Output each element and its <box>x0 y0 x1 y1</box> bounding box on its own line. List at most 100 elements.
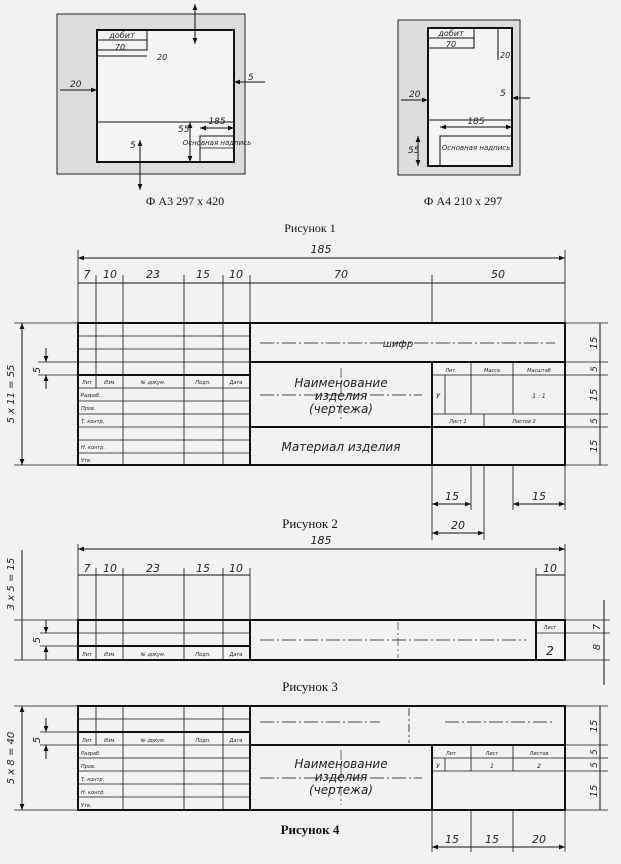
fig4-dim-right-4: 15 <box>589 785 600 798</box>
fig4-header-change: Изм. <box>104 738 116 744</box>
fig3-sheet-label: Лист <box>543 625 558 631</box>
a3-sheet <box>56 3 265 190</box>
fig2-dim-col-2: 10 <box>103 268 117 281</box>
fig2-sheets: Листов 2 <box>511 419 535 425</box>
fig2-header-scale: Масштаб <box>527 368 551 374</box>
fig4-dim-rows-total: 5 х 8 = 40 <box>6 732 17 784</box>
a4-dim-width: 185 <box>467 117 484 127</box>
fig2-header-mass: Масса <box>484 368 500 374</box>
fig2-scale-value: 1 : 1 <box>532 393 545 400</box>
fig4-dim-right-2: 5 <box>590 749 600 755</box>
fig3-dim-row-height: 5 <box>32 637 43 643</box>
fig3-dim-rows-total: 3 х 5 = 15 <box>6 558 17 610</box>
fig2-header-lit: Лит <box>81 380 93 386</box>
fig2-name-line-3: (чертежа) <box>309 402 373 416</box>
fig2-dim-col-5: 10 <box>229 268 243 281</box>
fig4-row-norm-control: Н. контр. <box>81 790 105 796</box>
fig2-row-developer: Разраб. <box>81 393 101 399</box>
fig4-header-sheet: Лист <box>485 751 500 757</box>
fig3-dim-col-5: 10 <box>229 562 243 575</box>
fig2-lit-value: У <box>436 392 441 400</box>
a4-dim-height: 55 <box>408 146 420 156</box>
fig4-row-checked: Пров. <box>81 764 96 770</box>
fig3-dim-col-3: 23 <box>146 562 160 575</box>
fig2-dim-bottom-2: 15 <box>532 490 546 503</box>
fig2-dim-right-5: 15 <box>589 440 600 453</box>
fig3-dim-col-1: 7 <box>84 562 91 575</box>
fig3-dim-col-2: 10 <box>103 562 117 575</box>
fig2-dim-col-3: 23 <box>146 268 160 281</box>
a4-stamp-top: добит <box>437 29 464 38</box>
a3-main-inscription: Основная надпись <box>183 139 251 147</box>
fig3-dim-right-1: 7 <box>592 623 603 630</box>
fig4-header-doc: № докум. <box>140 738 166 744</box>
a4-dim-left: 20 <box>409 90 421 100</box>
fig4-lit-value: У <box>436 763 440 770</box>
fig4-dim-bottom-1: 15 <box>445 833 459 846</box>
fig2-dim-right-4: 5 <box>590 418 600 424</box>
fig4-row-tech-control: Т. контр. <box>81 777 104 783</box>
a4-dim-right: 5 <box>500 89 506 99</box>
figure-2 <box>14 250 608 540</box>
a3-label: Ф А3 297 х 420 <box>146 194 224 208</box>
fig4-header-lit-right: Лит <box>445 751 457 757</box>
fig2-code: шифр <box>383 339 414 350</box>
a3-dim-right: 5 <box>248 73 254 83</box>
fig2-row-tech-control: Т. контр. <box>81 419 104 425</box>
figure-3 <box>14 544 610 685</box>
figure-2-caption: Рисунок 2 <box>282 516 338 531</box>
fig2-row-approved: Утв. <box>81 458 92 464</box>
fig2-dim-bottom-3: 20 <box>451 519 465 532</box>
a3-dim-height: 55 <box>178 125 190 135</box>
fig4-header-sign: Подп. <box>195 738 210 744</box>
fig2-header-lit-right: Лит. <box>444 368 457 374</box>
fig4-dim-right-1: 15 <box>589 720 600 733</box>
fig4-dim-bottom-2: 15 <box>485 833 499 846</box>
fig2-row-checked: Пров. <box>81 406 96 412</box>
figure-1 <box>56 3 530 190</box>
fig2-header-change: Изм. <box>104 380 116 386</box>
figure-1-caption: Рисунок 1 <box>284 221 336 235</box>
a3-dim-stamp: 70 <box>115 43 125 52</box>
fig4-header-lit: Лит <box>81 738 93 744</box>
fig3-dim-last-col: 10 <box>543 562 557 575</box>
figure-1-text: добит 70 20 20 5 5 55 185 Основная надпи… <box>70 29 510 235</box>
figure-4 <box>14 705 608 852</box>
a4-dim-stamp: 70 <box>446 40 456 49</box>
fig3-header-doc: № докум. <box>140 652 166 658</box>
fig3-header-sign: Подп. <box>195 652 210 658</box>
fig4-header-sheets: Листов <box>529 751 549 757</box>
fig3-header-lit: Лит <box>81 652 93 658</box>
fig2-name-line-1: Наименование <box>294 376 387 390</box>
figure-4-text: 5 х 8 = 40 5 15 5 5 15 15 15 20 Лит Изм.… <box>6 720 600 846</box>
fig4-dim-row-height: 5 <box>32 737 43 743</box>
figure-3-text: 185 7 10 23 15 10 10 3 х 5 = 15 5 7 8 Ли… <box>6 534 603 694</box>
a3-stamp-top: добит <box>108 31 135 40</box>
a4-sheet <box>397 19 530 176</box>
fig2-dim-right-1: 15 <box>589 337 600 350</box>
fig4-sheet-value: 1 <box>490 763 494 770</box>
fig2-dim-row-height: 5 <box>32 367 43 373</box>
fig2-dim-total: 185 <box>311 243 332 256</box>
fig2-header-sign: Подп. <box>195 380 210 386</box>
fig2-dim-right-2: 5 <box>590 366 600 372</box>
fig4-name-line-1: Наименование <box>294 757 387 771</box>
fig2-dim-bottom-1: 15 <box>445 490 459 503</box>
fig2-name-line-2: изделия <box>315 389 368 403</box>
fig4-dim-bottom-3: 20 <box>532 833 546 846</box>
figure-4-caption: Рисунок 4 <box>281 822 340 837</box>
fig3-dim-col-4: 15 <box>196 562 210 575</box>
fig2-dim-col-4: 15 <box>196 268 210 281</box>
a3-dim-bottom: 5 <box>130 141 136 151</box>
fig4-name-line-2: изделия <box>315 770 368 784</box>
a4-label: Ф А4 210 х 297 <box>424 194 502 208</box>
fig3-dim-total: 185 <box>311 534 332 547</box>
figure-2-text: 185 7 10 23 15 10 70 50 5 х 11 = 55 5 15… <box>6 243 600 532</box>
fig4-header-date: Дата <box>229 738 243 744</box>
fig2-row-norm-control: Н. контр. <box>81 445 105 451</box>
fig2-dim-right-3: 15 <box>589 389 600 402</box>
fig2-header-doc: № докум. <box>140 380 166 386</box>
fig3-header-change: Изм. <box>104 652 116 658</box>
fig3-sheet-number: 2 <box>546 644 554 658</box>
